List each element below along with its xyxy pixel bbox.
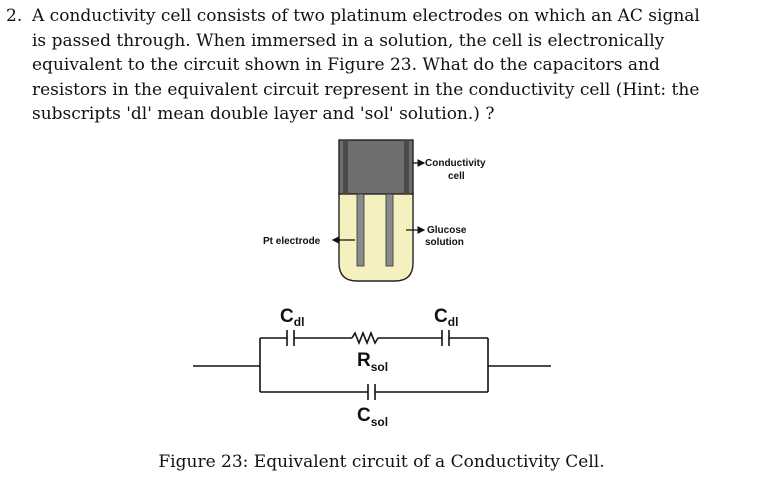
glucose-solution-vial <box>338 192 414 282</box>
cell-cap-shade-left <box>343 140 348 194</box>
label-csol: Csol <box>357 405 388 429</box>
question-text: 2.A conductivity cell consists of two pl… <box>6 4 758 127</box>
label-pt-electrode: Pt electrode <box>263 236 321 247</box>
figure-caption: Figure 23: Equivalent circuit of a Condu… <box>158 452 605 472</box>
label-conductivity: Conductivity <box>425 158 486 169</box>
question-line-3: equivalent to the circuit shown in Figur… <box>32 55 660 75</box>
question-line-2: is passed through. When immersed in a so… <box>32 30 665 51</box>
question-number: 2. <box>6 6 23 26</box>
conductivity-cell <box>338 139 414 282</box>
rsol-resistor <box>351 330 379 346</box>
label-glucose: Glucose <box>427 225 467 236</box>
cell-cap <box>338 139 414 195</box>
cell-cap-shade-right <box>404 140 409 194</box>
equivalent-circuit <box>193 330 551 400</box>
label-solution: solution <box>425 237 464 248</box>
label-cdl-right: Cdl <box>434 306 458 329</box>
label-cdl-left: Cdl <box>280 306 304 329</box>
question-line-4: resistors in the equivalent circuit repr… <box>32 79 700 100</box>
pt-electrode-right <box>385 193 394 267</box>
pt-electrode-left <box>356 193 365 267</box>
label-cell: cell <box>448 171 465 182</box>
question-line-5: subscripts 'dl' mean double layer and 's… <box>32 104 495 124</box>
question-line-1: 2.A conductivity cell consists of two pl… <box>6 4 758 29</box>
label-rsol: Rsol <box>357 350 388 374</box>
